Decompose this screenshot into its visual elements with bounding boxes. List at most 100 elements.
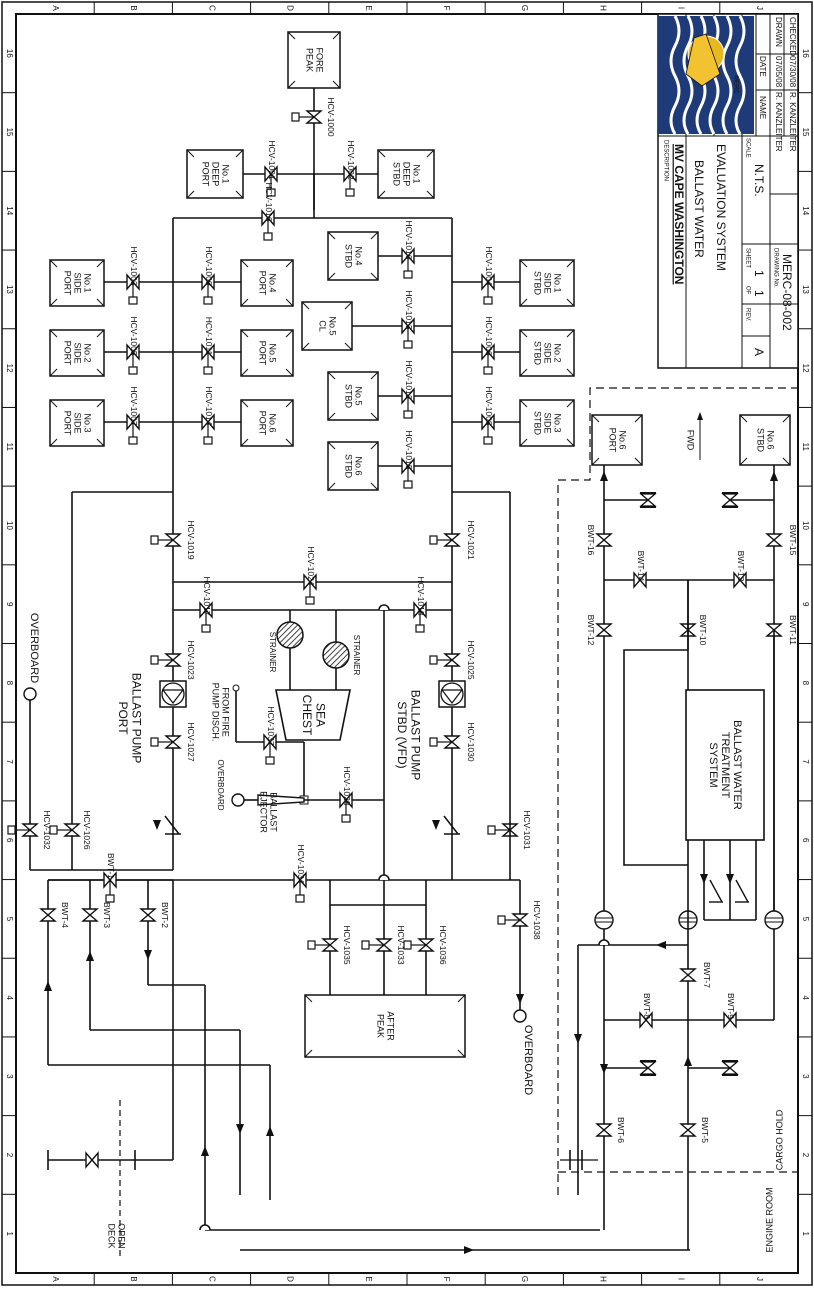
- tank-side-stbd-1-corner: [566, 259, 575, 268]
- tank-fore-peak: [287, 31, 341, 89]
- grid-row-label: G: [520, 1276, 529, 1282]
- valve-hcv-1001-actuator: [266, 188, 276, 197]
- tank-aft-no6-stbd-label: No.6: [766, 430, 776, 449]
- logo-wave: [734, 15, 746, 135]
- grid-row-label: E: [364, 5, 373, 10]
- valve-hcv-1021-actuator: [429, 535, 438, 545]
- tank-center-2-corner: [327, 412, 336, 421]
- tank-center-0-label: STBD: [344, 244, 354, 269]
- grid-col-label: 12: [5, 364, 14, 373]
- valve-bwt-5-label: BWT-5: [700, 1117, 710, 1143]
- flow-arrow: [144, 950, 152, 960]
- valve-hcv-1016-actuator: [263, 232, 273, 241]
- grid-row-label: B: [129, 1276, 138, 1281]
- grid-col-label: 4: [801, 995, 810, 1000]
- tank-side-stbd-3-label: STBD: [533, 411, 543, 436]
- valve-hcv-1033-actuator: [361, 940, 370, 950]
- tank-no1-deep-port-corner: [186, 190, 195, 199]
- tb-checked-date: 07/30/08: [788, 56, 797, 88]
- valve-hcv-1018-label: HCV-1018: [416, 576, 426, 615]
- check-valve-stbd: [443, 815, 459, 835]
- tank-aft-no6-stbd-corner: [782, 457, 791, 466]
- valve-hcv-1000-label: HCV-1000: [326, 97, 336, 136]
- tank-center-3: [327, 441, 379, 491]
- tank-port-4-label: PORT: [258, 271, 268, 296]
- valve-hcv-1001-label: HCV-1001: [267, 140, 277, 179]
- fwd-arrow-head: [697, 412, 703, 420]
- tb-title-line1: BALLAST WATER: [692, 160, 706, 258]
- valve-hcv-1037-actuator: [265, 756, 275, 765]
- tank-no1-deep-stbd-label: DEEP: [402, 162, 412, 187]
- tank-no1-deep-stbd-corner: [377, 190, 386, 199]
- valve-hcv-1013-label: HCV-1013: [404, 290, 414, 329]
- tank-no1-deep-stbd-label: STBD: [392, 162, 402, 187]
- valve-hcv-1000-actuator: [291, 112, 300, 122]
- valve-bwt-3-label: BWT-3: [102, 902, 112, 928]
- valve-hcv-1024-actuator: [305, 596, 315, 605]
- ballast-ejector-label: EJECTOR: [259, 791, 269, 833]
- tank-after-peak-corner: [304, 994, 313, 1003]
- tank-port-6-label: PORT: [258, 411, 268, 436]
- grid-row-label: C: [207, 1276, 216, 1282]
- overboard-label: OVERBOARD: [216, 759, 225, 810]
- tb-row-drawn: DRAWN: [774, 17, 783, 47]
- tb-drawing-no-label: DRAWING No.: [772, 248, 778, 288]
- valve-bwt-2-label: BWT-2: [160, 902, 170, 928]
- tank-center-0-corner: [327, 231, 336, 240]
- tank-side-port-2-corner: [96, 329, 105, 338]
- valve-hcv-1009-actuator: [203, 296, 213, 305]
- tank-side-port-3-corner: [96, 438, 105, 447]
- tank-side-stbd-1-label: No.1: [553, 273, 563, 292]
- tank-aft-no6-stbd-corner: [739, 457, 748, 466]
- tb-sheet-value: 1: [752, 270, 766, 277]
- pipe-crossover: [199, 1224, 211, 1231]
- tank-center-2: [327, 371, 379, 421]
- sea-chest: [275, 689, 351, 741]
- flow-arrow: [236, 1124, 244, 1134]
- tank-side-port-2-corner: [49, 368, 58, 377]
- tank-port-4-corner: [285, 298, 294, 307]
- tank-aft-no6-stbd-corner: [782, 414, 791, 423]
- tank-side-stbd-2-label: No.2: [553, 343, 563, 362]
- tank-port-6-corner: [285, 438, 294, 447]
- tank-side-stbd-2-corner: [519, 329, 528, 338]
- grid-row-label: G: [520, 5, 529, 11]
- overboard-port-label: OVERBOARD: [28, 613, 40, 683]
- pipe-crossover: [598, 939, 610, 946]
- tank-aft-no6-port-corner: [591, 414, 600, 423]
- valve-hcv-1013-actuator: [403, 340, 413, 349]
- tb-name-label: NAME: [758, 96, 767, 119]
- tank-side-stbd-2: [519, 329, 575, 377]
- valve-bwt-4: [39, 908, 57, 922]
- tb-date-label: DATE: [758, 56, 767, 77]
- grid-row-label: I: [677, 7, 686, 9]
- tank-side-stbd-3-corner: [566, 399, 575, 408]
- bwts-label: BALLAST WATER: [731, 720, 743, 810]
- tank-fore-peak-corner: [287, 31, 296, 40]
- tb-title-line2: EVALUATION SYSTEM: [714, 144, 728, 271]
- valve-hcv-1037-label: HCV-1037: [266, 706, 276, 745]
- tank-side-stbd-2-corner: [566, 368, 575, 377]
- tb-row-checked: CHECKED: [788, 17, 797, 56]
- strainer-label-port: STRAINER: [268, 632, 277, 673]
- fire-pump-connection: [232, 684, 240, 692]
- valve-bwt-15-label: BWT-15: [788, 525, 798, 556]
- tank-port-6-corner: [240, 438, 249, 447]
- valve-hcv-1011-label: HCV-1011: [204, 317, 214, 356]
- tank-side-stbd-3: [519, 399, 575, 447]
- tank-side-stbd-1-label: SIDE: [543, 272, 553, 293]
- tank-no1-deep-port-label: No.1: [221, 164, 231, 183]
- grid-row-label: I: [677, 1278, 686, 1280]
- tank-side-stbd-1-corner: [519, 298, 528, 307]
- valve-hcv-1036-label: HCV-1036: [438, 925, 448, 964]
- grid-col-label: 3: [5, 1074, 14, 1079]
- tank-center-1-corner: [301, 301, 310, 310]
- valve-hcv-1007-actuator: [128, 436, 138, 445]
- valve-hcv-1006-label: HCV-1006: [484, 316, 494, 355]
- strainer-port: [276, 621, 304, 649]
- valve-hcv-1023-label: HCV-1023: [186, 640, 196, 679]
- tb-scale-label: SCALE: [744, 138, 750, 158]
- valve-hcv-1024-label: HCV-1024: [306, 546, 316, 585]
- tank-fore-peak-label: PEAK: [305, 48, 315, 72]
- grid-col-label: 3: [801, 1074, 810, 1079]
